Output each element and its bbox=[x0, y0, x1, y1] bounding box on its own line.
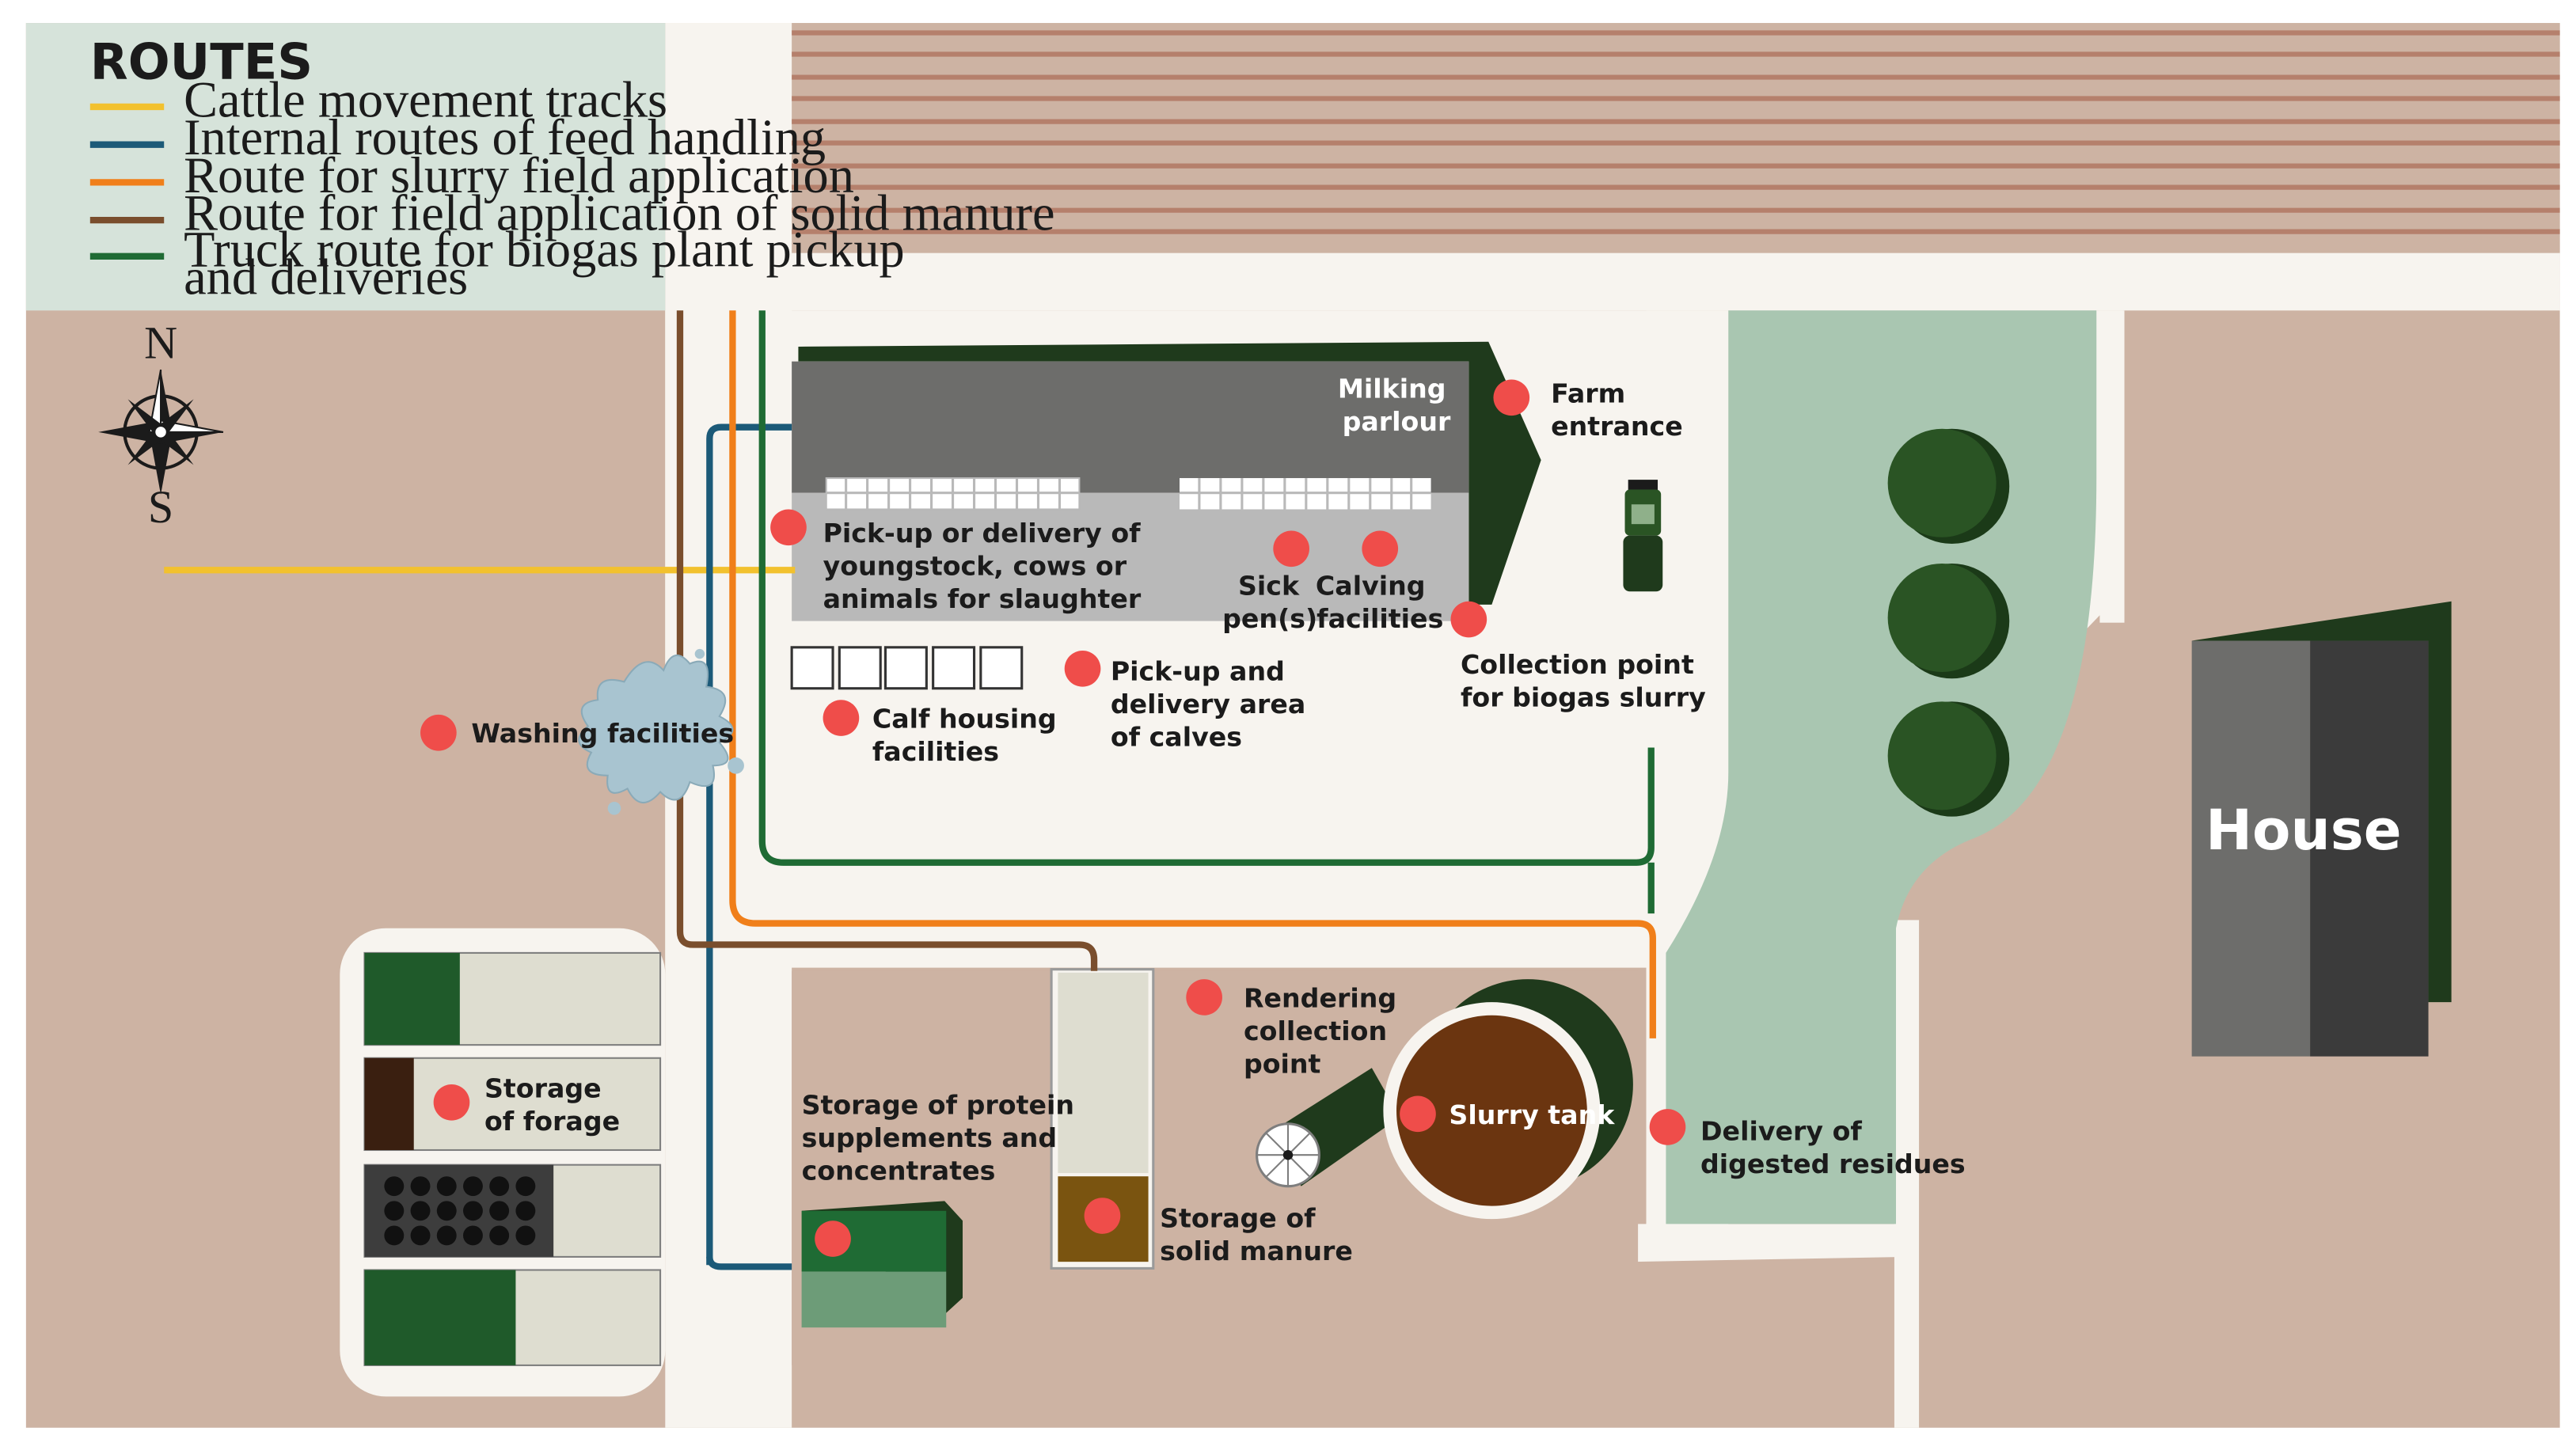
route-biogas bbox=[758, 310, 1655, 866]
route-feed-branch bbox=[706, 1256, 792, 1270]
forage-storage bbox=[363, 951, 662, 1366]
marker-slurry-tank bbox=[1400, 1095, 1436, 1133]
marker-calving bbox=[1362, 530, 1399, 568]
label-protein-storage: Storage of protein supplements and conce… bbox=[802, 1089, 1084, 1186]
routes-legend: ROUTES Cattle movement tracks Internal r… bbox=[25, 23, 1055, 311]
route-feed-main bbox=[706, 423, 792, 1266]
marker-biogas-collection bbox=[1450, 601, 1487, 638]
label-storage-forage: Storage of forage bbox=[484, 1073, 620, 1137]
house-label: House bbox=[2206, 797, 2402, 863]
compass-rose-icon: N S bbox=[98, 317, 224, 533]
marker-pickup-animals bbox=[770, 509, 807, 546]
main-barn bbox=[792, 341, 1541, 621]
legend-item-solid-manure: Route for field application of solid man… bbox=[184, 185, 1054, 241]
route-slurry bbox=[729, 310, 1656, 1038]
label-slurry-tank: Slurry tank bbox=[1449, 1099, 1615, 1130]
legend-item-feed: Internal routes of feed handling bbox=[184, 109, 826, 165]
marker-digested bbox=[1649, 1109, 1686, 1145]
label-solid-manure: Storage of solid manure bbox=[1160, 1203, 1353, 1267]
label-pickup-animals: Pick-up or delivery of youngstock, cows … bbox=[823, 518, 1150, 614]
calf-hutches bbox=[790, 646, 1024, 690]
label-calving: Calving facilities bbox=[1316, 570, 1443, 634]
washing-splash-icon bbox=[578, 648, 744, 815]
house: House bbox=[2191, 601, 2452, 1057]
marker-washing bbox=[420, 714, 457, 751]
slurry-tank bbox=[1256, 979, 1633, 1220]
label-pickup-calves: Pick-up and delivery area of calves bbox=[1111, 655, 1315, 752]
marker-solid-manure bbox=[1084, 1198, 1121, 1234]
label-milking-parlour: Milking parlour bbox=[1338, 373, 1455, 437]
label-farm-entrance: Farm entrance bbox=[1551, 378, 1683, 442]
label-sick-pens: Sick pen(s) bbox=[1222, 570, 1317, 634]
label-washing: Washing facilities bbox=[471, 718, 734, 749]
location-markers bbox=[420, 379, 1686, 1257]
protein-storage-building bbox=[801, 1201, 963, 1328]
compass-north: N bbox=[144, 317, 177, 369]
legend-item-biogas: Truck route for biogas plant pickup bbox=[184, 221, 905, 277]
grass-area bbox=[1666, 310, 2097, 1224]
marker-rendering bbox=[1186, 979, 1222, 1016]
legend-item-biogas-line2: and deliveries bbox=[184, 249, 468, 306]
legend-item-cattle: Cattle movement tracks bbox=[184, 71, 667, 127]
labels: Milking parlour Farm entrance Pick-up or… bbox=[471, 373, 1965, 1266]
marker-forage bbox=[433, 1084, 470, 1121]
tractor-icon bbox=[1623, 480, 1663, 592]
marker-protein bbox=[815, 1221, 851, 1257]
marker-farm-entrance bbox=[1493, 379, 1530, 416]
marker-calf-housing bbox=[823, 700, 860, 736]
marker-pickup-calves bbox=[1064, 650, 1101, 687]
route-solid-manure bbox=[676, 310, 1098, 971]
routes bbox=[164, 310, 1656, 1270]
label-rendering: Rendering collection point bbox=[1244, 982, 1406, 1079]
legend-title: ROUTES bbox=[90, 33, 313, 91]
label-calf-housing: Calf housing facilities bbox=[872, 704, 1066, 768]
marker-sick-pens bbox=[1273, 530, 1309, 568]
label-biogas-collection: Collection point for biogas slurry bbox=[1461, 649, 1706, 713]
compass-south: S bbox=[148, 481, 173, 533]
label-digested: Delivery of digested residues bbox=[1700, 1116, 1966, 1180]
legend-item-slurry: Route for slurry field application bbox=[184, 147, 854, 203]
crop-field bbox=[792, 23, 2560, 253]
trees bbox=[1887, 428, 2010, 817]
